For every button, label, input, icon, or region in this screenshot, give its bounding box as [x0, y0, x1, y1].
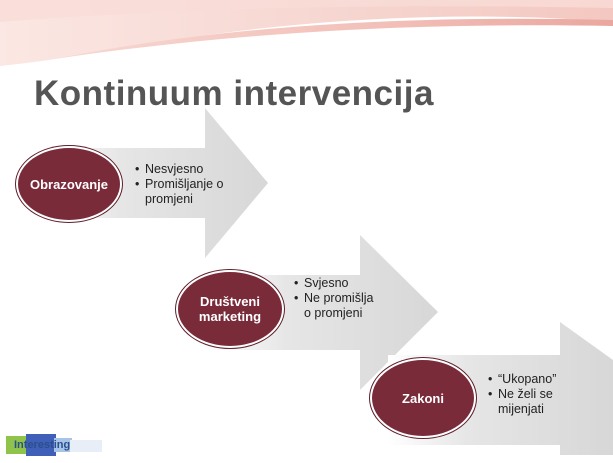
bullet-item: Nesvjesno: [135, 162, 255, 177]
step-circle-label: Društveni marketing: [198, 294, 262, 324]
logo-text: Interesting: [14, 439, 71, 451]
bullet-item: Ne promišlja o promjeni: [294, 291, 374, 321]
header-swoosh-decoration: [0, 0, 613, 66]
bullet-item: Ne želi se mijenjati: [488, 387, 583, 417]
footer-logo: Interesting: [6, 434, 106, 456]
step-circle-obrazovanje: Obrazovanje: [16, 146, 122, 222]
step-circle-label: Obrazovanje: [29, 176, 109, 192]
bullet-item: “Ukopano”: [488, 372, 583, 387]
step-circle-label: Zakoni: [402, 390, 444, 406]
bullet-item: Promišljanje o promjeni: [135, 177, 255, 207]
slide-title: Kontinuum intervencija: [34, 74, 434, 113]
bullet-item: Svjesno: [294, 276, 374, 291]
step-bullets-3: “Ukopano” Ne želi se mijenjati: [488, 372, 583, 417]
logo-icon: [6, 434, 102, 456]
step-bullets-1: Nesvjesno Promišljanje o promjeni: [135, 162, 255, 207]
step-circle-zakoni: Zakoni: [370, 358, 476, 438]
step-bullets-2: Svjesno Ne promišlja o promjeni: [294, 276, 374, 321]
step-circle-drustveni-marketing: Društveni marketing: [176, 270, 284, 348]
